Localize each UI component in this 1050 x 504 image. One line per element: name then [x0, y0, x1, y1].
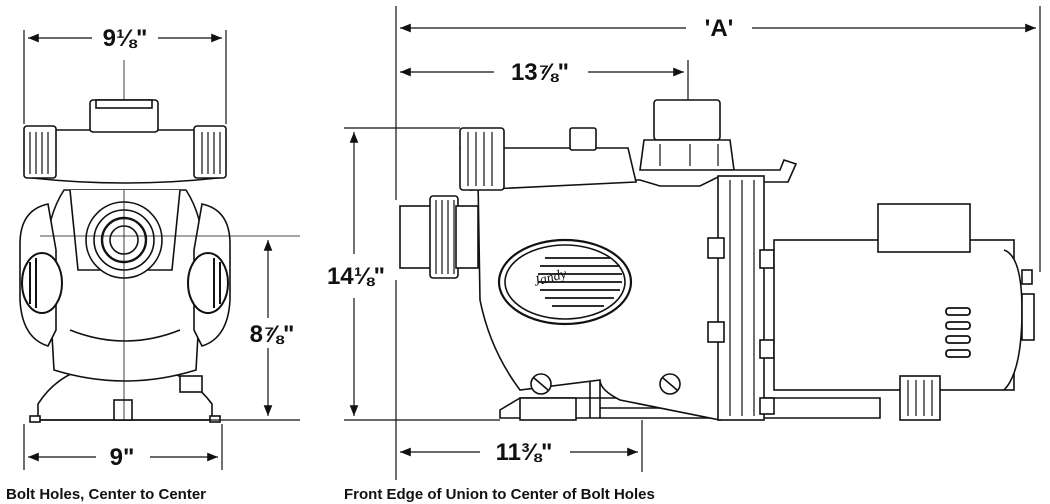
- side-height-label: 14⅛": [327, 263, 385, 290]
- front-dimension-lines: [23, 30, 300, 470]
- caption-right: Front Edge of Union to Center of Bolt Ho…: [344, 486, 655, 503]
- front-view-pump: [19, 60, 300, 423]
- top-length-label: 13⅞": [511, 59, 569, 86]
- side-dimension-lines: [344, 6, 1041, 480]
- caption-left: Bolt Holes, Center to Center: [6, 486, 206, 503]
- front-base-width-label: 9": [110, 444, 135, 471]
- front-height-label: 8⅞": [250, 321, 295, 348]
- side-view-pump: [399, 99, 1035, 421]
- overall-length-label: 'A': [705, 15, 734, 42]
- front-width-label: 9⅛": [103, 25, 148, 52]
- bottom-length-label: 11⅜": [496, 439, 553, 466]
